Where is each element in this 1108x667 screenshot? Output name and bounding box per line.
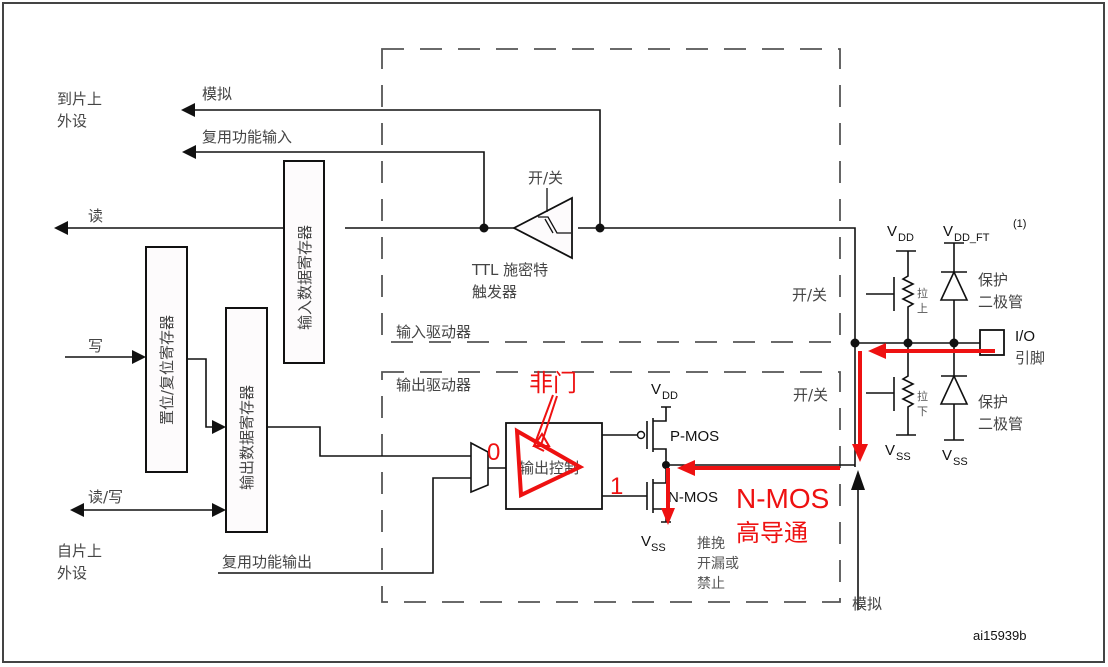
upper-diode-label-2: 二极管 bbox=[978, 293, 1023, 311]
to-peripheral-label-2: 外设 bbox=[57, 112, 87, 130]
io-pin-label-1: I/O bbox=[1015, 328, 1035, 345]
figure-id: ai15939b bbox=[973, 628, 1027, 643]
pin-current-arrow-icon bbox=[868, 343, 886, 359]
bsrr-odr-arrow-icon bbox=[212, 420, 226, 434]
output-data-register bbox=[225, 307, 268, 533]
nmos-current-arrow-icon bbox=[661, 508, 675, 525]
lower-diode-label-1: 保护 bbox=[978, 393, 1008, 411]
pull-up-resistor bbox=[896, 250, 916, 343]
schmitt-switch-label: 开/关 bbox=[528, 169, 563, 187]
input-data-register-label: 输入数据寄存器 bbox=[296, 225, 314, 330]
vdd-sub: DD bbox=[898, 232, 914, 244]
mos-current-arrow-icon bbox=[677, 460, 695, 476]
io-pin-label-2: 引脚 bbox=[1015, 349, 1045, 367]
mux-0-label: 0 bbox=[487, 439, 500, 466]
nmos-annotation-desc: 高导通 bbox=[736, 519, 808, 547]
bsrr-to-odr-wire bbox=[187, 358, 218, 428]
analog-signal-label: 模拟 bbox=[202, 85, 232, 103]
pmos-gate-bubble bbox=[636, 430, 646, 440]
output-driver-boundary bbox=[381, 371, 841, 603]
junction-dot bbox=[595, 223, 605, 233]
vdd-ft-sub: DD_FT bbox=[954, 232, 990, 244]
pull-up-label-2: 上 bbox=[917, 302, 928, 315]
pmos-label: P-MOS bbox=[670, 428, 719, 445]
analog-bottom-arrow-icon bbox=[851, 470, 865, 490]
write-label: 写 bbox=[88, 337, 103, 355]
input-data-register bbox=[283, 160, 325, 364]
output-data-register-label: 输出数据寄存器 bbox=[238, 385, 256, 490]
alt-input-wire bbox=[190, 151, 485, 228]
output-driver-switch-label: 开/关 bbox=[793, 386, 828, 404]
mode-label-1: 推挽 bbox=[697, 536, 725, 552]
output-driver-label: 输出驱动器 bbox=[396, 376, 471, 394]
pull-down-switch bbox=[866, 377, 895, 411]
read-write-label: 读/写 bbox=[88, 488, 123, 506]
pull-up-label-1: 拉 bbox=[917, 286, 928, 300]
pmos-vdd-sub: DD bbox=[662, 390, 678, 402]
pulldown-vss-label: V bbox=[885, 442, 895, 459]
schmitt-trigger bbox=[512, 196, 573, 260]
junction-dot bbox=[479, 223, 489, 233]
mode-label-2: 开漏或 bbox=[697, 556, 739, 572]
lower-diode-icon bbox=[939, 374, 969, 405]
lower-diode-label-2: 二极管 bbox=[978, 415, 1023, 433]
from-peripheral-label-1: 自片上 bbox=[57, 542, 102, 560]
vdd-ft-label: V bbox=[943, 223, 953, 240]
bus-current-arrow-icon bbox=[852, 444, 868, 462]
input-driver-switch-label: 开/关 bbox=[792, 286, 827, 304]
diode-vss-sub: SS bbox=[953, 456, 968, 468]
read-label: 读 bbox=[88, 207, 103, 225]
not-gate-annotation bbox=[514, 427, 585, 499]
pull-down-label-1: 拉 bbox=[917, 389, 928, 403]
analog-bottom-label: 模拟 bbox=[852, 595, 882, 613]
not-gate-pointer-head bbox=[532, 432, 551, 447]
nmos-label: N-MOS bbox=[668, 489, 718, 506]
pull-up-switch bbox=[866, 277, 895, 311]
footnote-marker: (1) bbox=[1013, 218, 1026, 230]
pmos-vdd-label: V bbox=[651, 381, 661, 398]
alt-output-label: 复用功能输出 bbox=[222, 553, 312, 571]
alt-input-label: 复用功能输入 bbox=[202, 128, 292, 146]
alt-input-arrow-icon bbox=[182, 145, 196, 159]
pmos-transistor bbox=[646, 406, 671, 465]
ttl-schmitt-label-2: 触发器 bbox=[472, 283, 517, 301]
upper-diode-label-1: 保护 bbox=[978, 271, 1008, 289]
diode-vss-label: V bbox=[942, 447, 952, 464]
bit-set-reset-register-label: 置位/复位寄存器 bbox=[158, 315, 176, 425]
nmos-vss-sub: SS bbox=[651, 542, 666, 554]
alt-output-wire bbox=[218, 477, 471, 574]
analog-arrow-icon bbox=[181, 103, 195, 117]
from-peripheral-label-2: 外设 bbox=[57, 564, 87, 582]
pulldown-vss-sub: SS bbox=[896, 451, 911, 463]
read-arrow-icon bbox=[54, 221, 68, 235]
vdd-label: V bbox=[887, 223, 897, 240]
hysteresis-icon bbox=[538, 216, 571, 234]
read-write-left-arrow-icon bbox=[70, 503, 84, 517]
pull-down-label-2: 下 bbox=[917, 405, 928, 418]
upper-diode-icon bbox=[939, 270, 969, 301]
nmos-annotation-title: N-MOS bbox=[736, 483, 829, 514]
ttl-schmitt-label-1: TTL 施密特 bbox=[471, 261, 548, 279]
mux-1-label: 1 bbox=[610, 473, 623, 500]
input-driver-label: 输入驱动器 bbox=[396, 323, 471, 341]
nmos-vss-label: V bbox=[641, 533, 651, 550]
odr-to-mux-wire bbox=[267, 426, 471, 457]
multiplexer bbox=[470, 441, 489, 494]
read-write-right-arrow-icon bbox=[212, 503, 226, 517]
not-gate-label: 非门 bbox=[529, 369, 577, 397]
to-peripheral-label-1: 到片上 bbox=[57, 90, 102, 108]
analog-wire bbox=[190, 109, 601, 228]
bit-set-reset-register bbox=[145, 246, 188, 473]
input-driver-boundary bbox=[381, 48, 841, 343]
mode-label-3: 禁止 bbox=[697, 576, 725, 592]
pull-down-resistor bbox=[896, 343, 916, 436]
write-arrow-icon bbox=[132, 350, 146, 364]
